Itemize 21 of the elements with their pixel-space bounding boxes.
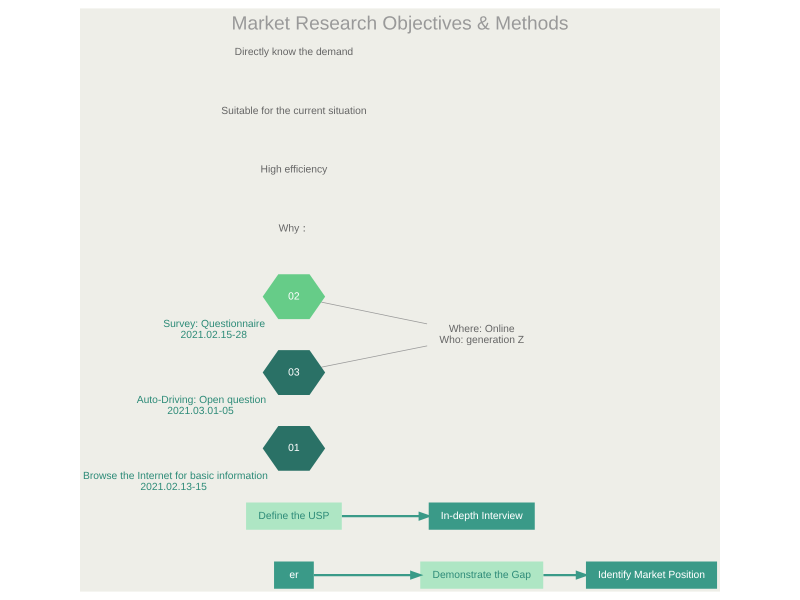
node-label: Browse the Internet for basic information xyxy=(82,470,268,482)
arrow xyxy=(342,512,432,521)
label: Suitable for the current situation xyxy=(221,106,367,117)
node-box: Identify Market Position xyxy=(586,561,718,589)
node-box: Define the USP xyxy=(246,502,342,530)
label: Directly know the demand xyxy=(234,46,354,58)
diagram-title: Market Research Objectives & Methods xyxy=(232,14,568,35)
arrow xyxy=(314,570,424,580)
connector xyxy=(321,345,428,368)
node-label: 2021.02.15-28 xyxy=(180,330,247,342)
connector xyxy=(321,302,428,324)
label: Why： xyxy=(278,224,310,235)
node-box: In-depth Interview xyxy=(428,502,535,530)
node-label: 2021.02.13-15 xyxy=(140,482,207,493)
node-label: 2021.03.01-05 xyxy=(167,406,234,418)
node-label: Survey: Questionnaire xyxy=(163,319,266,330)
node-label: Auto-Driving: Open question xyxy=(136,395,266,406)
node-box: er xyxy=(274,561,314,589)
node-text: Where: Online Who: generation Z xyxy=(439,324,524,346)
label: High efficiency xyxy=(260,164,328,176)
node-box: Demonstrate the Gap xyxy=(420,561,544,589)
